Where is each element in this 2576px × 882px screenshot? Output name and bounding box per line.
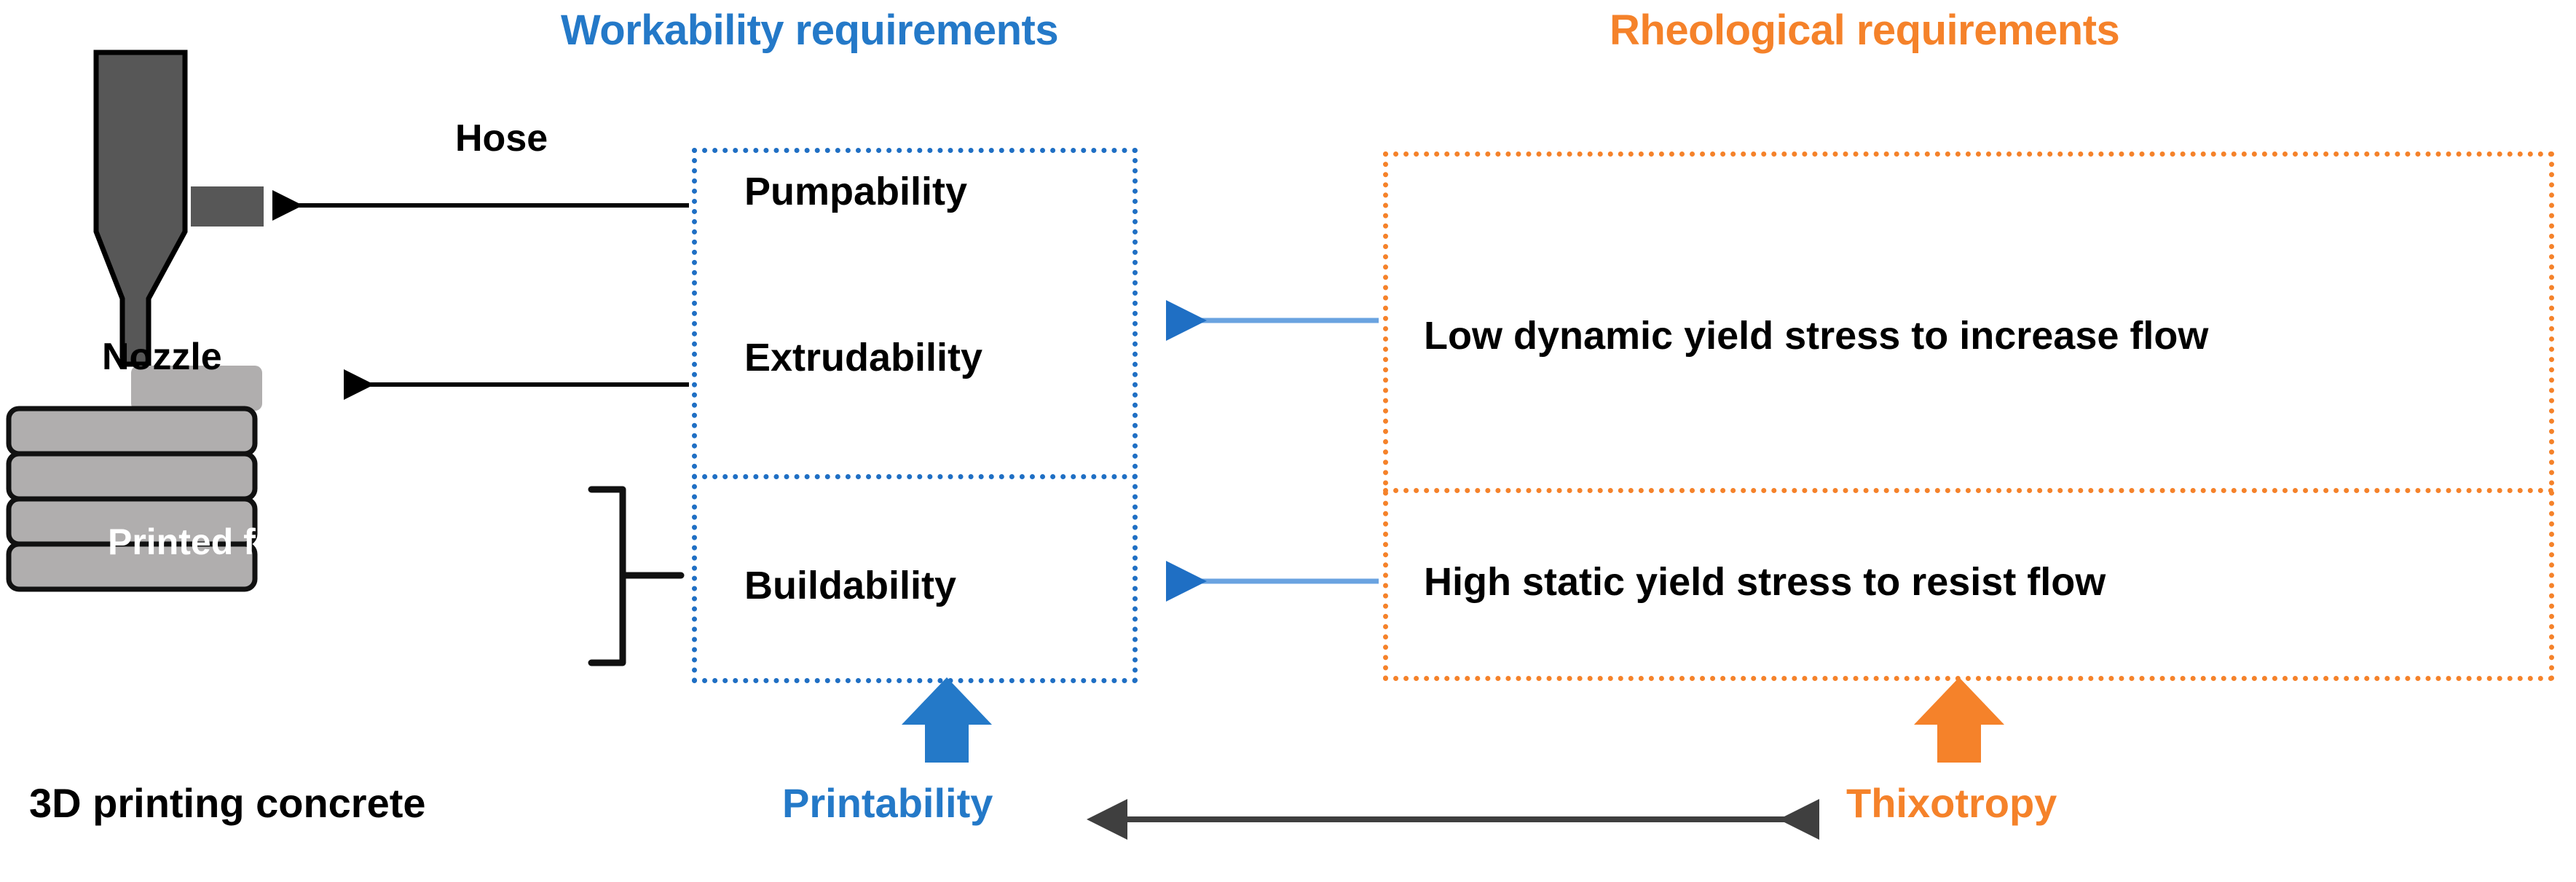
nozzle-label: Nozzle — [102, 336, 222, 378]
rheological-requirements-heading: Rheological requirements — [1610, 7, 2120, 54]
extrudate-pad — [131, 366, 262, 411]
hose-shape — [191, 186, 264, 227]
filament-layer — [6, 406, 258, 457]
orange-up-arrow-icon — [1914, 677, 2004, 763]
thixotropy-term: Thixotropy — [1846, 780, 2057, 826]
workability-requirements-heading: Workability requirements — [561, 7, 1059, 54]
workability-item-pumpability: Pumpability — [744, 170, 968, 213]
3d-printing-concrete-caption: 3D printing concrete — [29, 780, 426, 826]
filament-stack — [6, 406, 258, 592]
rheological-item-high-static-yield-stress: High static yield stress to resist flow — [1424, 560, 2106, 604]
printer-illustration: Hose Nozzle Printed filaments 3D printin… — [0, 0, 692, 882]
printer-diagram-svg — [6, 50, 685, 666]
blue-up-arrow-icon — [902, 677, 992, 763]
rheological-item-low-dynamic-yield-stress: Low dynamic yield stress to increase flo… — [1424, 314, 2209, 358]
rheological-box-divider — [1383, 488, 2554, 493]
printability-term: Printability — [782, 780, 993, 826]
filament-layer — [6, 451, 258, 502]
filament-layer — [6, 541, 258, 592]
printed-filaments-label: Printed filaments — [108, 521, 403, 562]
workability-item-buildability: Buildability — [744, 564, 957, 607]
hose-label: Hose — [455, 117, 548, 160]
workability-item-extrudability: Extrudability — [744, 336, 983, 379]
workability-box-divider — [692, 474, 1138, 479]
hopper-shape — [93, 50, 188, 367]
